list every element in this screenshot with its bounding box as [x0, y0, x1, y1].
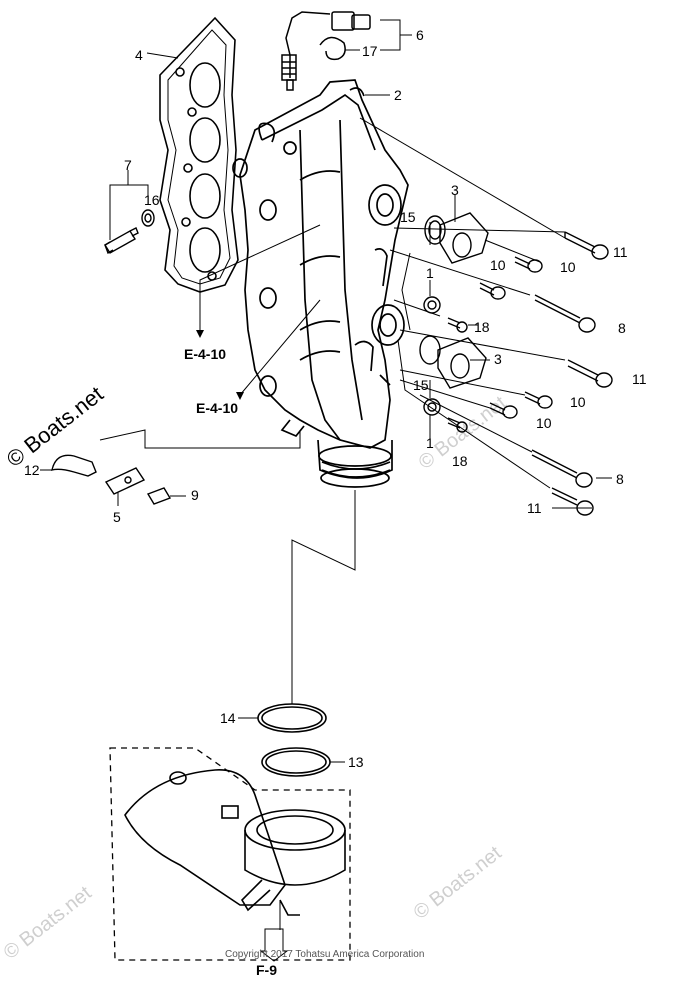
callout-10: 10	[490, 257, 506, 273]
callout-1: 1	[426, 265, 434, 281]
copyright-text: Copyright 2017 Tohatsu America Corporati…	[225, 949, 424, 960]
callout-labels: 4 6 17 2 7 16 3 15 11 10 10 1 18 8 3 11 …	[24, 27, 647, 770]
callout-2: 2	[394, 87, 402, 103]
callout-11: 11	[527, 500, 542, 516]
callout-10: 10	[560, 259, 576, 275]
callout-6: 6	[416, 27, 424, 43]
watermark-faint: © Boats.net	[410, 842, 506, 924]
callout-16: 16	[144, 192, 160, 208]
callout-15: 15	[413, 377, 429, 393]
watermark-faint: © Boats.net	[0, 882, 96, 964]
callout-18: 18	[452, 453, 468, 469]
bolts	[447, 231, 613, 516]
callout-11: 11	[613, 244, 628, 260]
ref-e-4-10: E-4-10	[184, 346, 226, 362]
clamp-and-bracket	[51, 454, 172, 505]
callout-12: 12	[24, 462, 40, 478]
callout-8: 8	[618, 320, 626, 336]
callout-8: 8	[616, 471, 624, 487]
lower-housing	[109, 747, 351, 961]
reference-labels: E-4-10 E-4-10 F-9	[184, 330, 277, 978]
callout-5: 5	[113, 509, 121, 525]
callout-1: 1	[426, 435, 434, 451]
leader-lines	[40, 19, 612, 962]
callout-14: 14	[220, 710, 236, 726]
callout-4: 4	[135, 47, 143, 63]
ref-f-9: F-9	[256, 962, 277, 978]
faint-watermarks: © Boats.net © Boats.net © Boats.net	[0, 392, 511, 964]
callout-10: 10	[536, 415, 552, 431]
exhaust-manifold	[232, 79, 409, 488]
callout-7: 7	[124, 157, 132, 173]
callout-15: 15	[400, 209, 416, 225]
callout-10: 10	[570, 394, 586, 410]
gasket-part	[159, 16, 239, 293]
callout-3: 3	[494, 351, 502, 367]
temp-switch	[104, 209, 155, 255]
ref-e-4-10: E-4-10	[196, 400, 238, 416]
o-rings	[257, 703, 331, 777]
callout-11: 11	[632, 371, 647, 387]
callout-17: 17	[362, 43, 378, 59]
callout-9: 9	[191, 487, 199, 503]
callout-3: 3	[451, 182, 459, 198]
watermark-main: © Boats.net	[2, 381, 108, 472]
right-side-parts	[419, 212, 489, 416]
callout-13: 13	[348, 754, 364, 770]
oxygen-sensor	[281, 11, 371, 91]
callout-18: 18	[474, 319, 490, 335]
